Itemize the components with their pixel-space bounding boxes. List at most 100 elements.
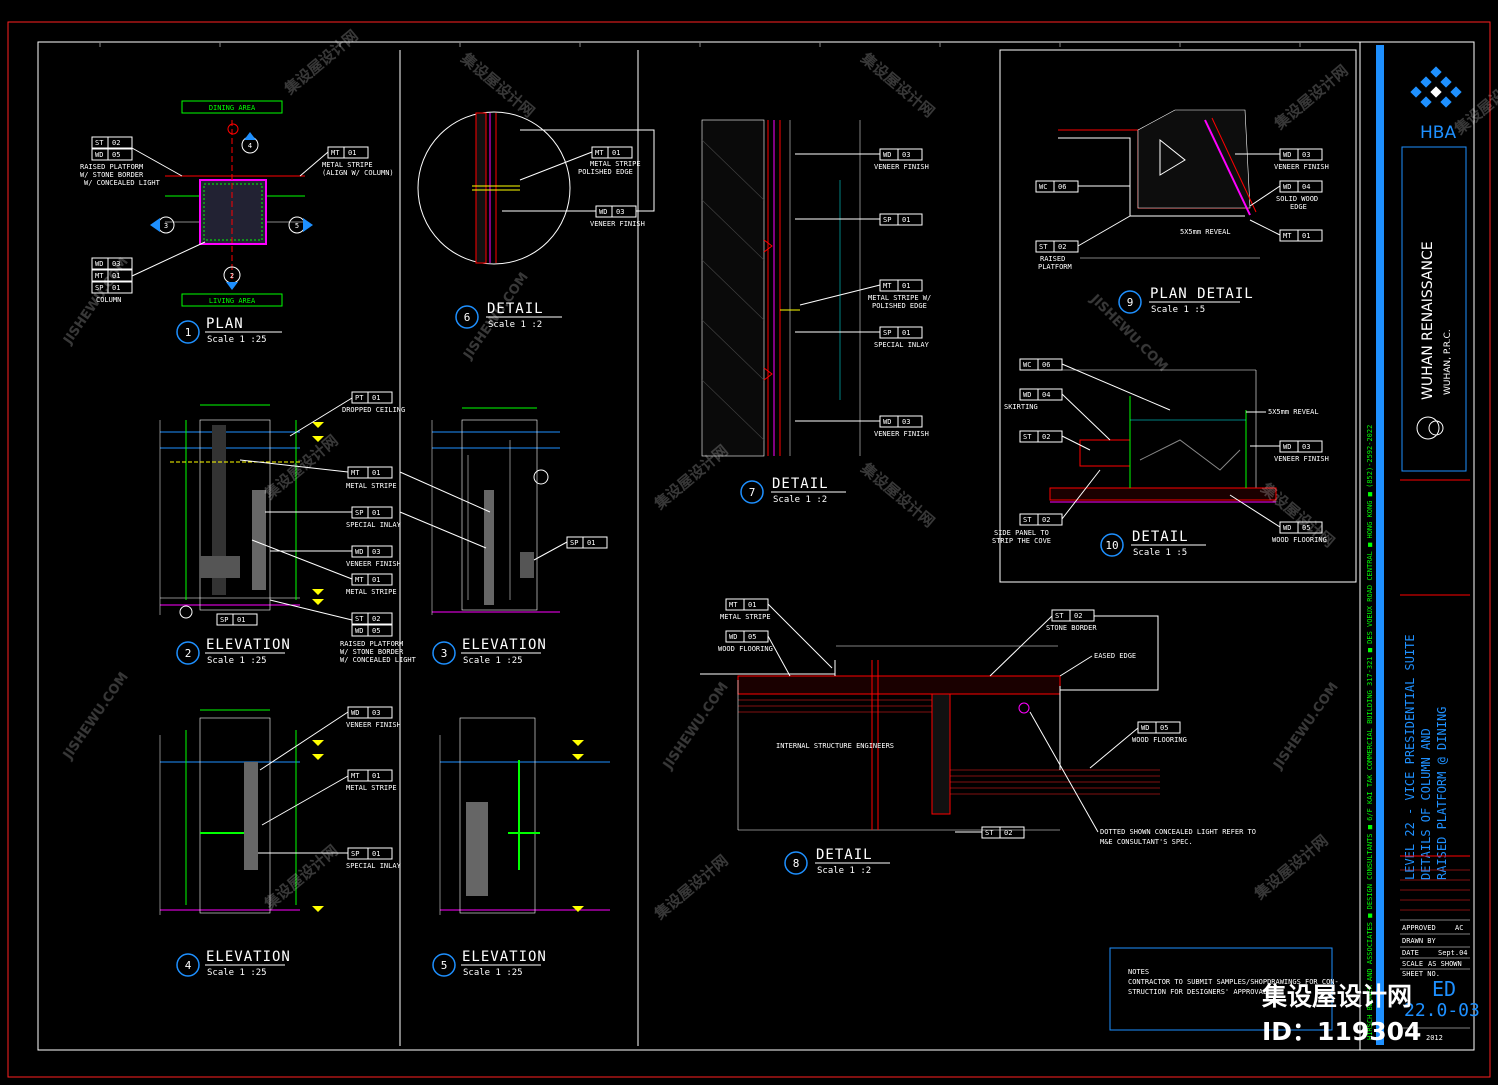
drawing-6-number <box>455 305 479 329</box>
svg-text:01: 01 <box>372 394 380 402</box>
svg-text:VENEER FINISH: VENEER FINISH <box>590 220 645 228</box>
svg-text:03: 03 <box>902 418 910 426</box>
svg-text:WD: WD <box>1283 524 1291 532</box>
svg-text:DOTTED SHOWN CONCEALED LIGHT R: DOTTED SHOWN CONCEALED LIGHT REFER TO <box>1100 828 1256 836</box>
svg-text:METAL STRIPE: METAL STRIPE <box>322 161 373 169</box>
approved-value: AC <box>1455 924 1463 932</box>
svg-text:WD: WD <box>883 151 891 159</box>
svg-text:集设屋设计网: 集设屋设计网 <box>457 49 538 121</box>
svg-text:SPECIAL INLAY: SPECIAL INLAY <box>346 862 402 870</box>
watermark-id: ID：119304 <box>1262 1017 1421 1046</box>
drawing-8-title: DETAIL <box>816 847 873 863</box>
svg-text:7: 7 <box>749 486 756 499</box>
dining-area-box <box>181 100 283 114</box>
svg-text:2: 2 <box>185 647 192 660</box>
svg-text:01: 01 <box>902 216 910 224</box>
svg-text:PT: PT <box>355 394 364 402</box>
svg-text:WC: WC <box>1023 361 1031 369</box>
svg-text:ST: ST <box>985 829 994 837</box>
svg-text:1: 1 <box>185 326 192 339</box>
svg-text:SKIRTING: SKIRTING <box>1004 403 1038 411</box>
svg-text:METAL STRIPE: METAL STRIPE <box>346 588 397 596</box>
svg-text:MT: MT <box>351 469 360 477</box>
svg-text:4: 4 <box>185 959 192 972</box>
svg-text:W/ CONCEALED LIGHT: W/ CONCEALED LIGHT <box>84 179 161 187</box>
drawing-1-scale: Scale 1 :25 <box>207 335 267 345</box>
svg-text:集设屋设计网: 集设屋设计网 <box>857 49 938 121</box>
project-name: WUHAN RENAISSANCE <box>1420 241 1436 400</box>
svg-text:RAISED PLATFORM: RAISED PLATFORM <box>80 163 143 171</box>
outer-border <box>7 21 1491 1078</box>
svg-text:集设屋设计网: 集设屋设计网 <box>857 459 938 531</box>
drawing-6-scale: Scale 1 :2 <box>488 320 542 330</box>
svg-text:01: 01 <box>902 329 910 337</box>
svg-text:WD: WD <box>883 418 891 426</box>
drawing-4-number <box>176 953 200 977</box>
project-location: WUHAN, P.R.C. <box>1443 329 1453 395</box>
svg-text:5: 5 <box>295 222 299 230</box>
sheet-subnumber: 22.0-03 <box>1404 1000 1480 1021</box>
svg-text:01: 01 <box>372 576 380 584</box>
svg-text:01: 01 <box>902 282 910 290</box>
svg-text:(ALIGN W/ COLUMN): (ALIGN W/ COLUMN) <box>322 169 394 177</box>
svg-text:SP: SP <box>95 284 103 292</box>
firm-address-strip: HIRSCH BEDNER AND ASSOCIATES ■ DESIGN CO… <box>1366 425 1374 1040</box>
svg-text:WD: WD <box>1283 151 1291 159</box>
svg-text:SPECIAL INLAY: SPECIAL INLAY <box>346 521 402 529</box>
svg-text:VENEER FINISH: VENEER FINISH <box>1274 455 1329 463</box>
svg-text:01: 01 <box>237 616 245 624</box>
drawing-5-scale: Scale 1 :25 <box>463 968 523 978</box>
svg-text:SP: SP <box>220 616 228 624</box>
svg-text:COLUMN: COLUMN <box>96 296 121 304</box>
notes-line-1: CONTRACTOR TO SUBMIT SAMPLES/SHOPDRAWING… <box>1128 978 1339 986</box>
svg-text:WC: WC <box>1039 183 1047 191</box>
svg-text:JISHEWU.COM: JISHEWU.COM <box>60 670 131 763</box>
svg-text:SP: SP <box>570 539 578 547</box>
svg-text:M&E CONSULTANT'S SPEC.: M&E CONSULTANT'S SPEC. <box>1100 838 1193 846</box>
svg-text:POLISHED EDGE: POLISHED EDGE <box>578 168 633 176</box>
svg-text:02: 02 <box>1004 829 1012 837</box>
svg-text:01: 01 <box>587 539 595 547</box>
scale-label: SCALE <box>1402 960 1423 968</box>
svg-text:02: 02 <box>1074 612 1082 620</box>
svg-text:01: 01 <box>348 149 356 157</box>
svg-text:MT: MT <box>351 772 360 780</box>
hba-logo-icon <box>1410 66 1462 108</box>
svg-text:METAL STRIPE: METAL STRIPE <box>346 784 397 792</box>
svg-text:5: 5 <box>441 959 448 972</box>
sheet-year: 2012 <box>1426 1034 1443 1042</box>
grid-ticks <box>99 42 1301 47</box>
title-accent-strip <box>1376 45 1384 1045</box>
svg-text:ST: ST <box>1039 243 1048 251</box>
svg-text:VENEER FINISH: VENEER FINISH <box>1274 163 1329 171</box>
dining-area-label: DINING AREA <box>209 104 256 112</box>
svg-text:SP: SP <box>351 850 359 858</box>
drawing-title-2: DETAILS OF COLUMN AND <box>1419 728 1433 880</box>
svg-text:METAL STRIPE W/: METAL STRIPE W/ <box>868 294 931 302</box>
svg-text:02: 02 <box>112 139 120 147</box>
svg-text:MT: MT <box>1283 232 1292 240</box>
drawing-4-scale: Scale 1 :25 <box>207 968 267 978</box>
panel-9-10-frame <box>999 49 1357 583</box>
svg-text:05: 05 <box>1160 724 1168 732</box>
svg-text:05: 05 <box>748 633 756 641</box>
drawing-9-title: PLAN DETAIL <box>1150 286 1254 302</box>
drawing-title-1: LEVEL 22 - VICE PRESIDENTIAL SUITE <box>1403 634 1417 880</box>
svg-text:04: 04 <box>1302 183 1310 191</box>
date-label: DATE <box>1402 949 1419 957</box>
notes-line-2: STRUCTION FOR DESIGNERS' APPROVAL. <box>1128 988 1271 996</box>
firm-name: HBA <box>1420 123 1456 143</box>
svg-text:05: 05 <box>1302 524 1310 532</box>
svg-text:01: 01 <box>372 469 380 477</box>
watermark-stamp: 集设屋设计网 ID：119304 <box>1261 982 1421 1046</box>
column-section <box>199 179 267 245</box>
svg-text:INTERNAL STRUCTURE ENGINEERS: INTERNAL STRUCTURE ENGINEERS <box>776 742 894 750</box>
svg-text:PLATFORM: PLATFORM <box>1038 263 1072 271</box>
svg-text:6: 6 <box>464 311 471 324</box>
svg-text:02: 02 <box>372 615 380 623</box>
